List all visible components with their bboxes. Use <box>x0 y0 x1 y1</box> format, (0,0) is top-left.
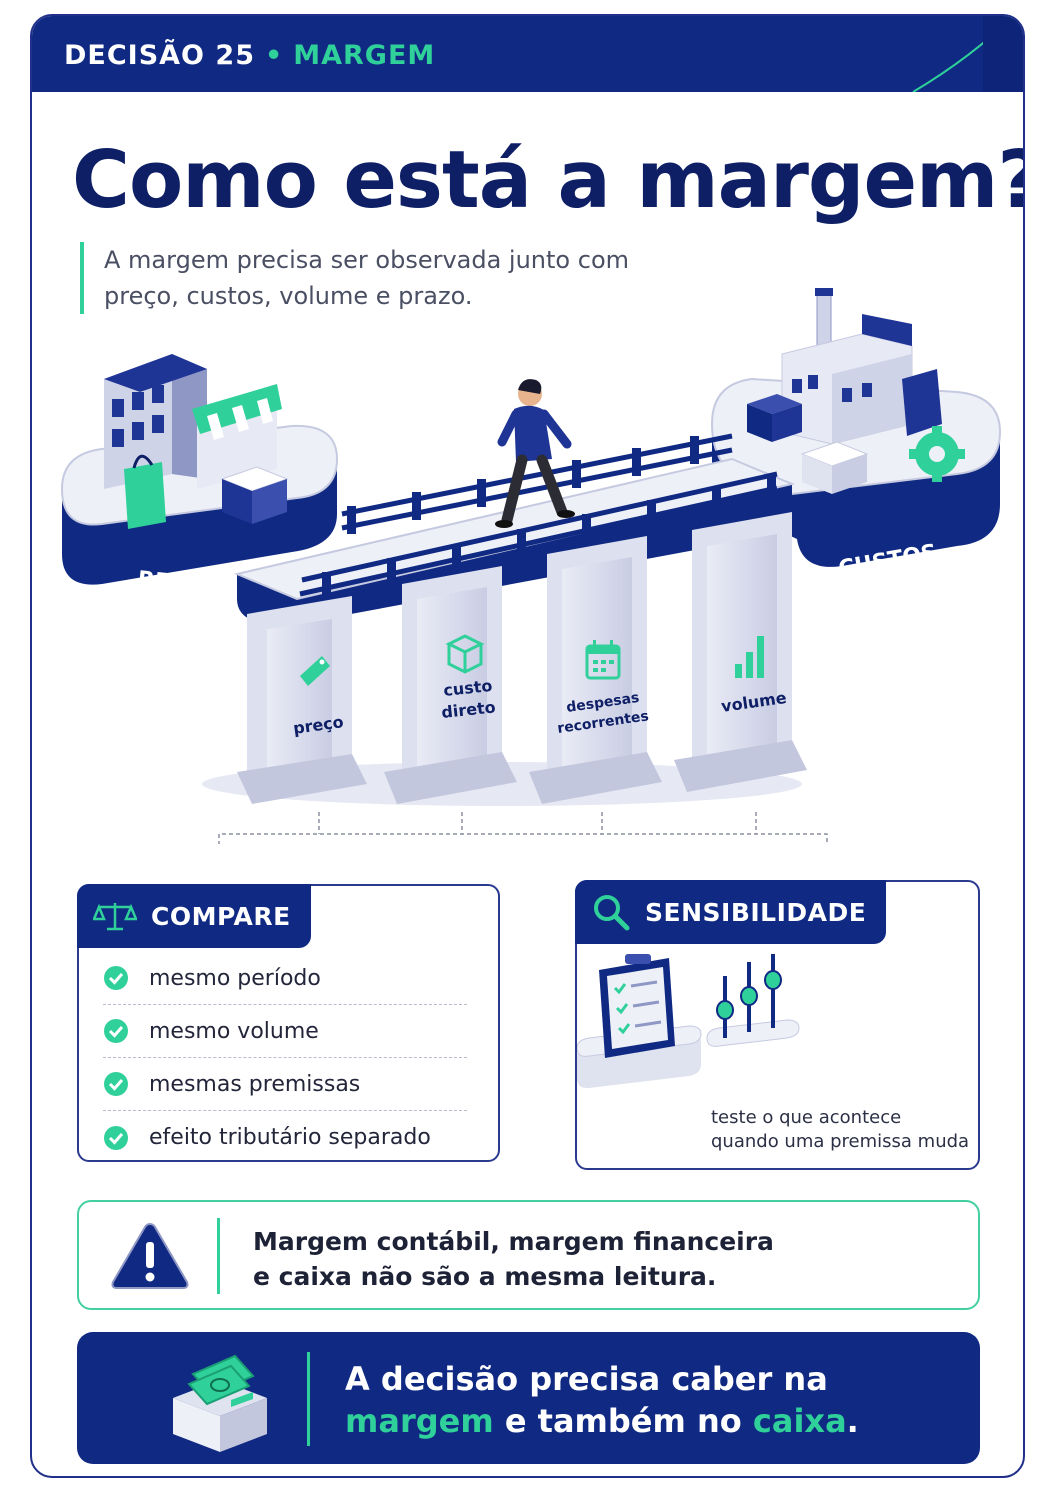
compare-item-text: mesmas premissas <box>149 1071 361 1097</box>
pillar-despesas: despesas recorrentes <box>529 536 662 804</box>
warning-icon <box>111 1222 189 1289</box>
clipboard-icon <box>599 954 675 1058</box>
warning-box: Margem contábil, margem financeira e cai… <box>77 1200 980 1310</box>
check-icon <box>104 966 128 990</box>
list-item: mesmo volume <box>103 1005 467 1058</box>
sliders-icon <box>716 954 782 1038</box>
page-title: Como está a margem? <box>72 134 1025 226</box>
sensitivity-card: SENSIBILIDADE <box>575 880 980 1170</box>
banner-text: A decisão precisa caber na margem e tamb… <box>345 1358 859 1442</box>
sensitivity-title: SENSIBILIDADE <box>645 897 867 927</box>
conclusion-banner: A decisão precisa caber na margem e tamb… <box>77 1332 980 1464</box>
pillar-custo-direto: custo direto <box>384 566 517 804</box>
compare-item-text: mesmo período <box>149 965 321 991</box>
compare-header: COMPARE <box>77 884 311 948</box>
warning-text: Margem contábil, margem financeira e cai… <box>253 1224 774 1294</box>
banner-highlight-caixa: caixa <box>752 1402 847 1440</box>
sensitivity-illustration <box>577 954 800 1089</box>
banner-end: . <box>846 1402 859 1440</box>
compare-item-text: mesmo volume <box>149 1018 319 1044</box>
infographic-frame: DECISÃO 25 • MARGEM Como está a margem? A … <box>30 14 1025 1478</box>
calendar-icon <box>585 640 621 680</box>
warning-line2: e caixa não são a mesma leitura. <box>253 1262 717 1291</box>
page-subtitle: A margem precisa ser observada junto com… <box>80 242 680 314</box>
bridge-illustration: RECEITA <box>60 288 1002 844</box>
receita-platform: RECEITA <box>60 354 339 603</box>
custos-platform: CUSTOS <box>710 288 1002 582</box>
check-icon <box>104 1072 128 1096</box>
banner-line1: A decisão precisa caber na <box>345 1360 828 1398</box>
bar-chart-icon <box>735 636 764 678</box>
header-breadcrumb: DECISÃO 25 • MARGEM <box>64 40 435 71</box>
search-icon <box>594 895 630 931</box>
warning-line1: Margem contábil, margem financeira <box>253 1227 774 1256</box>
receita-label: RECEITA <box>136 567 240 602</box>
compare-title: COMPARE <box>151 901 291 931</box>
scale-icon <box>93 903 137 931</box>
banner-line2: margem e também no caixa. <box>345 1400 859 1442</box>
sensitivity-caption: teste o que acontece quando uma premissa… <box>711 1106 969 1154</box>
list-item: mesmo período <box>103 952 467 1005</box>
decision-number: DECISÃO 25 <box>64 40 255 71</box>
header-separator: • <box>264 40 284 71</box>
topic-label: MARGEM <box>293 40 436 71</box>
sensitivity-caption-line2: quando uma premissa muda <box>711 1131 970 1152</box>
compare-card: COMPARE mesmo período mesmo volume mesma… <box>77 884 500 1162</box>
compare-item-text: efeito tributário separado <box>149 1125 431 1150</box>
dashed-connectors <box>218 812 828 844</box>
walking-person-icon <box>495 379 575 528</box>
box-icon <box>445 634 485 674</box>
warning-divider <box>217 1218 220 1294</box>
list-item: efeito tributário separado <box>103 1111 467 1164</box>
sensitivity-header: SENSIBILIDADE <box>575 880 887 944</box>
check-icon <box>104 1125 128 1150</box>
banner-divider <box>307 1352 310 1446</box>
bridge-deck <box>233 433 796 625</box>
header-arc-decoration <box>912 16 1023 92</box>
gear-icon <box>909 426 965 482</box>
sensitivity-caption-line1: teste o que acontece <box>711 1107 902 1128</box>
list-item: mesmas premissas <box>103 1058 467 1111</box>
banner-highlight-margem: margem <box>345 1402 494 1440</box>
header-bar: DECISÃO 25 • MARGEM <box>32 16 1023 92</box>
cash-box-icon <box>173 1354 267 1452</box>
banner-middle: e também no <box>493 1402 753 1440</box>
pillar-volume: volume <box>674 512 807 792</box>
compare-list: mesmo período mesmo volume mesmas premis… <box>103 952 467 1164</box>
pillar-preco: preço <box>237 596 367 804</box>
check-icon <box>104 1019 128 1043</box>
